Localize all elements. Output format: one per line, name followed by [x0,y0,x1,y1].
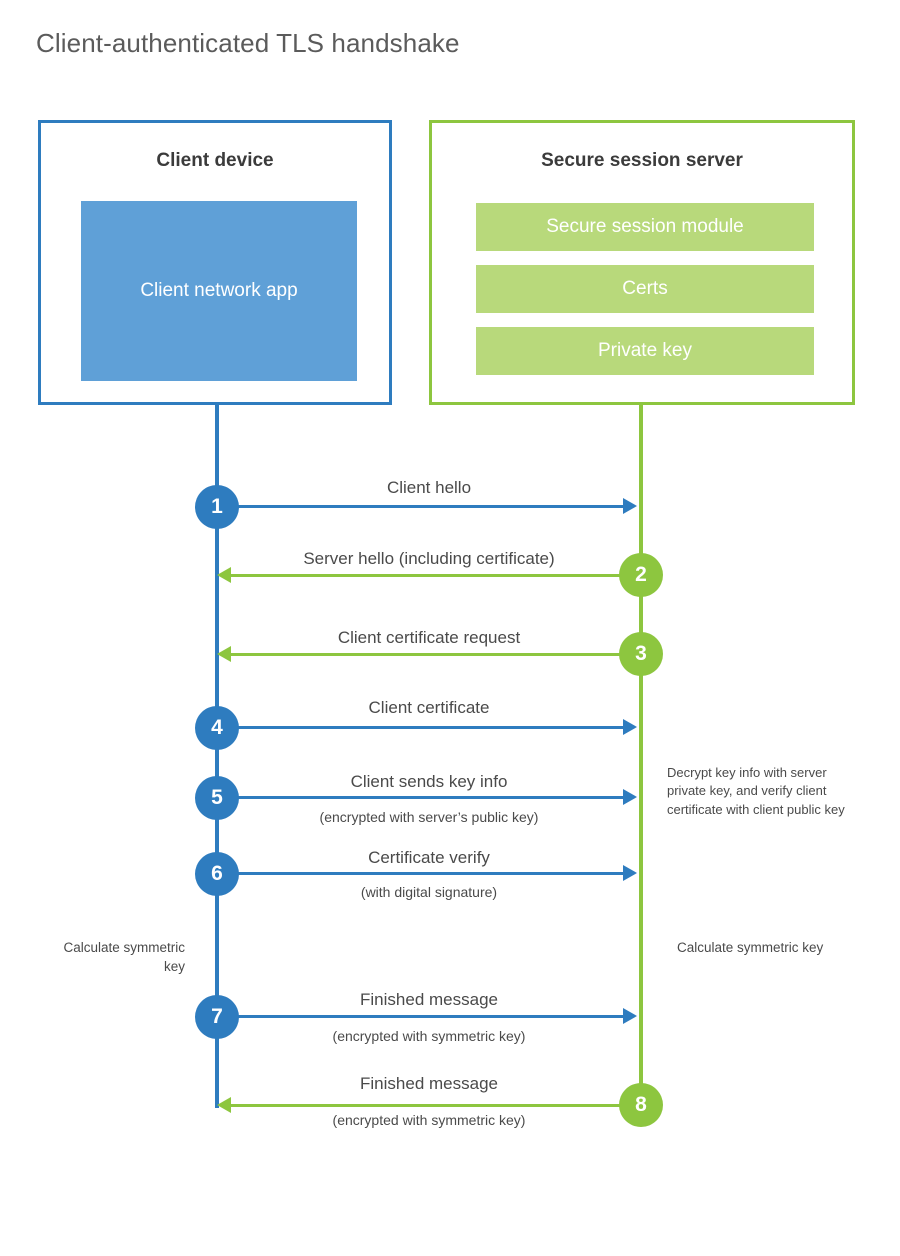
server-module-certs: Certs [476,265,814,313]
step-label-6: Certificate verify [368,848,490,867]
client-network-app-block: Client network app [81,201,357,381]
step-arrow-head-2 [217,567,231,583]
step-arrow-head-3 [217,646,231,662]
server-module-list: Secure session module Certs Private key [476,203,814,375]
step-label-5: Client sends key info [350,772,508,791]
page-title: Client-authenticated TLS handshake [36,28,460,58]
server-lifeline [639,404,643,1108]
step-circle-3[interactable]: 3 [619,632,663,676]
secure-session-server-title: Secure session server [541,150,743,171]
step-sublabel-5: (encrypted with server’s public key) [319,809,539,825]
step-arrow-head-4 [623,719,637,735]
step-circle-1[interactable]: 1 [195,485,239,529]
server-module-secure-session-module: Secure session module [476,203,814,251]
step-label-4: Client certificate [368,698,490,717]
step-arrow-line-7 [217,1015,623,1018]
client-device-box: Client device Client network app [38,120,392,405]
step-arrow-head-1 [623,498,637,514]
step-arrow-head-5 [623,789,637,805]
step-arrow-head-8 [217,1097,231,1113]
step-circle-2[interactable]: 2 [619,553,663,597]
client-calculate-symmetric-key-note: Calculate symmetric key [63,940,185,975]
step-label-1: Client hello [386,478,472,497]
step-circle-8[interactable]: 8 [619,1083,663,1127]
step-sublabel-7: (encrypted with symmetric key) [332,1028,526,1044]
step-arrow-head-6 [623,865,637,881]
step-arrow-head-7 [623,1008,637,1024]
step-arrow-line-1 [217,505,623,508]
step-arrow-line-3 [231,653,623,656]
secure-session-server-box: Secure session server Secure session mod… [429,120,855,405]
step-arrow-line-8 [231,1104,623,1107]
client-device-title: Client device [156,150,274,171]
step-sublabel-8: (encrypted with symmetric key) [332,1112,526,1128]
step-arrow-line-4 [217,726,623,729]
step-label-8: Finished message [360,1074,498,1093]
step-label-3: Client certificate request [337,628,521,647]
step-arrow-line-6 [217,872,623,875]
client-lifeline [215,404,219,1108]
server-module-private-key: Private key [476,327,814,375]
server-decrypt-note: Decrypt key info with server private key… [667,765,845,817]
step-sublabel-6: (with digital signature) [360,884,498,900]
step-arrow-line-5 [217,796,623,799]
step-circle-7[interactable]: 7 [195,995,239,1039]
step-circle-5[interactable]: 5 [195,776,239,820]
step-circle-4[interactable]: 4 [195,706,239,750]
step-arrow-line-2 [231,574,623,577]
step-label-2: Server hello (including certificate) [303,549,555,568]
step-label-7: Finished message [360,990,498,1009]
server-calculate-symmetric-key-note: Calculate symmetric key [677,940,824,955]
step-circle-6[interactable]: 6 [195,852,239,896]
